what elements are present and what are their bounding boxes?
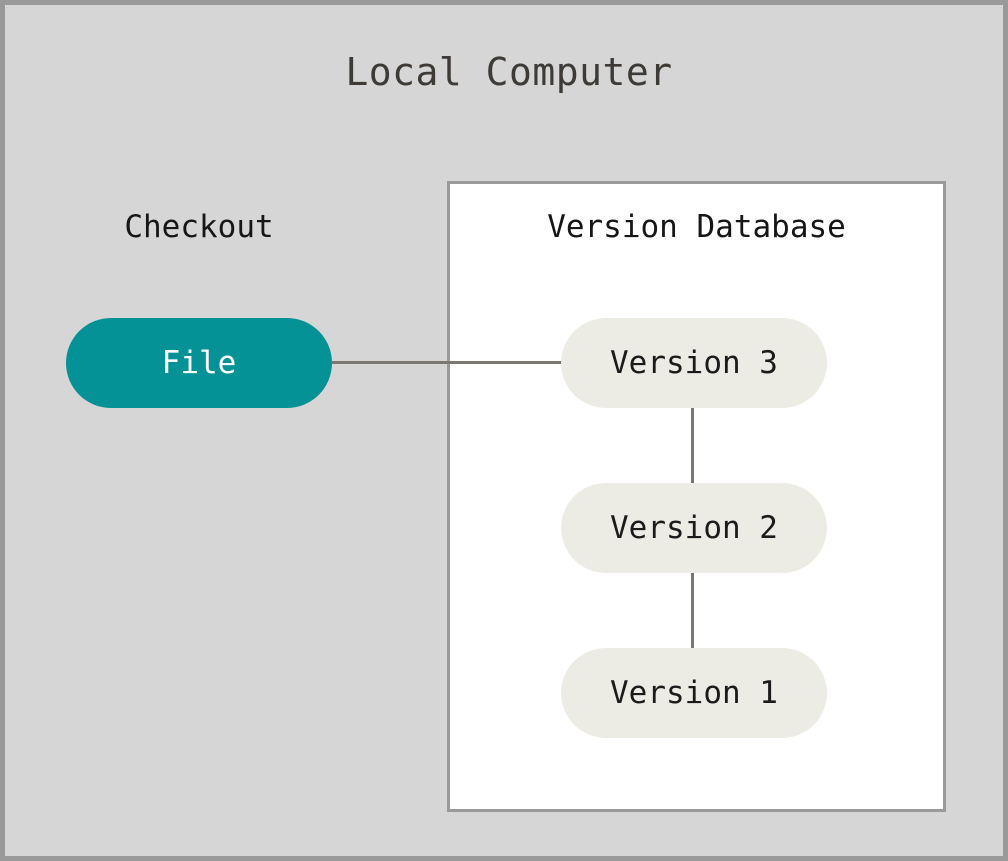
checkout-section-label: Checkout	[124, 209, 274, 245]
connector-version-3-to-version-2	[691, 405, 694, 487]
connector-version-2-to-version-1	[691, 570, 694, 652]
node-file[interactable]: File	[66, 318, 332, 408]
diagram-title: Local Computer	[345, 50, 673, 94]
connector-file-to-version-3	[332, 361, 563, 364]
node-version-1[interactable]: Version 1	[561, 648, 827, 738]
node-version-2[interactable]: Version 2	[561, 483, 827, 573]
node-version-3[interactable]: Version 3	[561, 318, 827, 408]
version-database-section-label: Version Database	[547, 209, 846, 245]
